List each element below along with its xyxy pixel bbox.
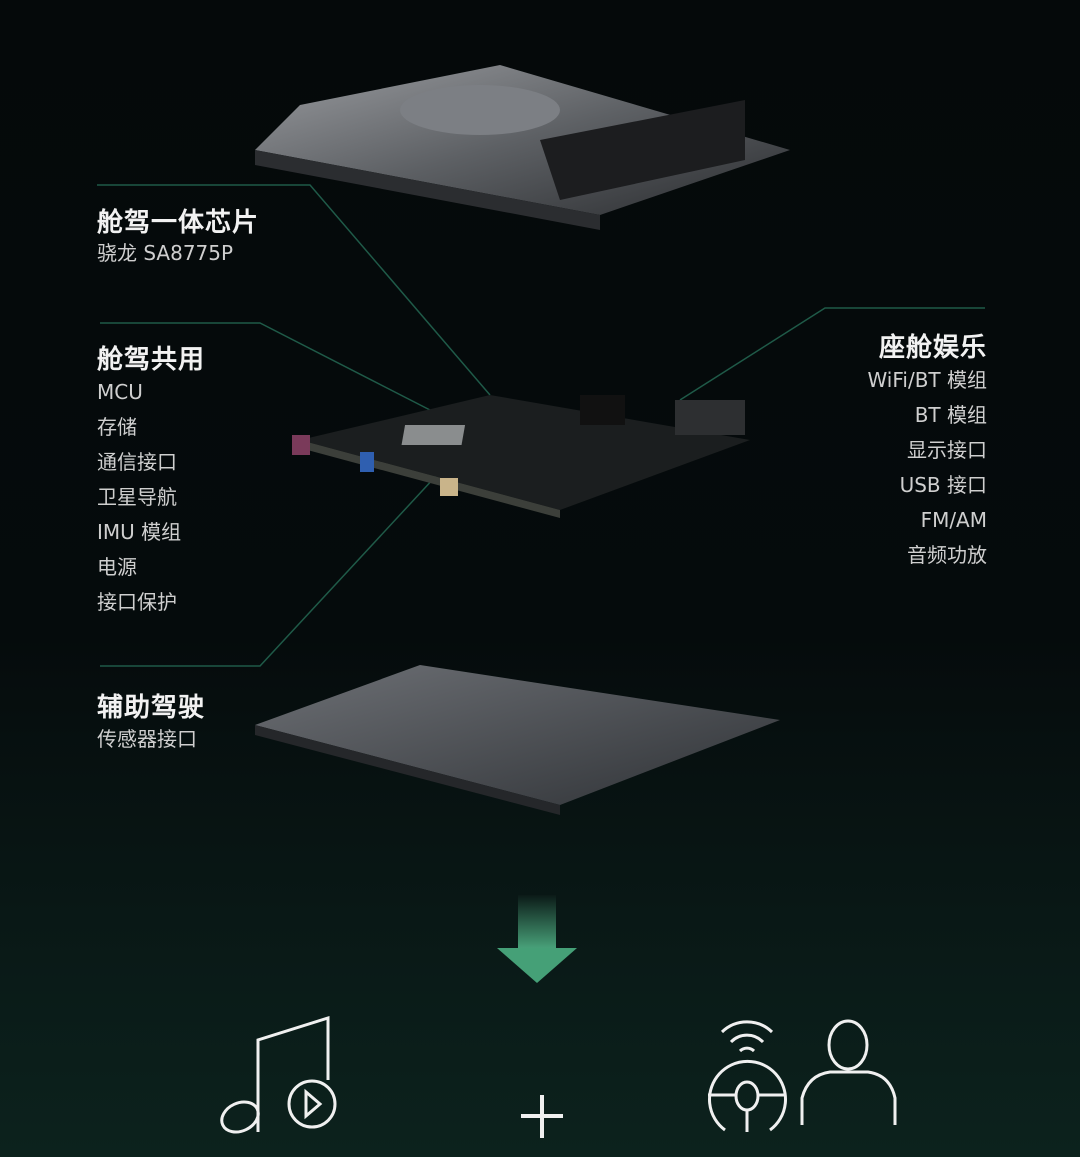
adas-title: 辅助驾驶	[97, 693, 206, 723]
list-item: 存储	[97, 415, 137, 439]
top-cover-image	[255, 65, 790, 230]
leader-lines	[97, 184, 985, 667]
soc-label: 舱驾一体芯片 骁龙 SA8775P	[97, 208, 259, 268]
list-item: 电源	[97, 555, 137, 579]
adas-subtitle: 传感器接口	[97, 727, 197, 751]
shared-title: 舱驾共用	[97, 345, 206, 375]
cockpit-label: 座舱娱乐 WiFi/BT 模组 BT 模组 显示接口 USB 接口 FM/AM …	[867, 333, 987, 573]
cockpit-title: 座舱娱乐	[878, 333, 987, 363]
circuit-board-image	[292, 395, 750, 518]
base-plate-image	[255, 665, 780, 815]
list-item: MCU	[97, 380, 143, 404]
list-item: IMU 模组	[97, 520, 182, 544]
list-item: 卫星导航	[97, 485, 177, 509]
down-arrow-icon	[497, 895, 577, 983]
list-item: FM/AM	[920, 508, 987, 532]
adas-label: 辅助驾驶 传感器接口	[97, 693, 205, 755]
list-item: WiFi/BT 模组	[867, 368, 987, 392]
shared-label: 舱驾共用 MCU 存储 通信接口 卫星导航 IMU 模组 电源 接口保护	[97, 345, 205, 620]
music-play-icon	[220, 1015, 337, 1134]
plus-icon	[521, 1095, 563, 1138]
soc-subtitle: 骁龙 SA8775P	[97, 241, 234, 265]
driver-assist-icon	[708, 1019, 897, 1132]
list-item: USB 接口	[899, 473, 987, 497]
list-item: 通信接口	[97, 450, 177, 474]
soc-title: 舱驾一体芯片	[97, 208, 260, 238]
list-item: BT 模组	[914, 403, 987, 427]
list-item: 接口保护	[97, 590, 177, 614]
list-item: 显示接口	[907, 438, 987, 462]
list-item: 音频功放	[907, 543, 987, 567]
